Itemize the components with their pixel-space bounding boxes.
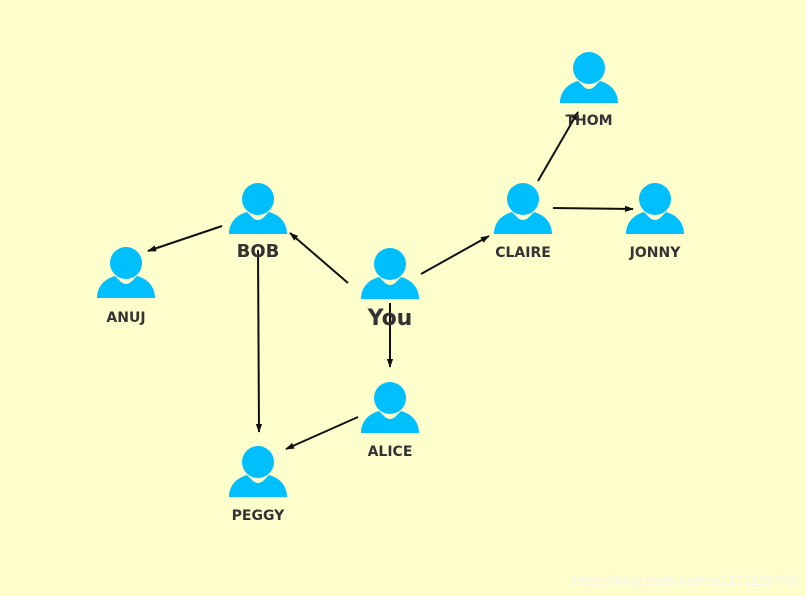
node-bob: BOB [229,183,287,262]
edge-bob-to-anuj [147,225,223,252]
watermark: https://blog.csdn.net/me1171115772 [572,572,796,588]
node-label-bob: BOB [237,241,280,262]
person-icon [229,446,287,497]
node-label-jonny: JONNY [629,245,682,261]
person-icon [494,183,552,234]
person-icon [361,382,419,433]
node-label-peggy: PEGGY [232,508,285,524]
node-claire: CLAIRE [494,183,552,261]
person-icon [361,248,419,299]
node-label-you: You [367,306,413,331]
person-icon [560,52,618,103]
node-label-claire: CLAIRE [495,245,551,261]
node-alice: ALICE [361,382,419,460]
edge-bob-to-peggy [255,249,263,433]
person-icon [626,183,684,234]
edge-you-to-bob [289,232,349,284]
node-anuj: ANUJ [97,247,155,326]
edge-you-to-claire [420,235,490,275]
person-icon [229,183,287,234]
node-label-anuj: ANUJ [106,310,145,326]
edge-claire-to-jonny [552,205,634,213]
node-label-alice: ALICE [368,444,413,460]
edge-alice-to-peggy [285,416,359,450]
edge-claire-to-thom [537,111,579,182]
node-label-thom: THOM [565,113,612,129]
node-thom: THOM [560,52,618,129]
person-icon [97,247,155,298]
node-you: You [361,248,419,331]
node-peggy: PEGGY [229,446,287,524]
node-jonny: JONNY [626,183,684,261]
nodes: You BOB ANUJ PEGGY ALICE CLAIRE THOM JONNY [97,52,684,524]
edges [147,111,634,450]
